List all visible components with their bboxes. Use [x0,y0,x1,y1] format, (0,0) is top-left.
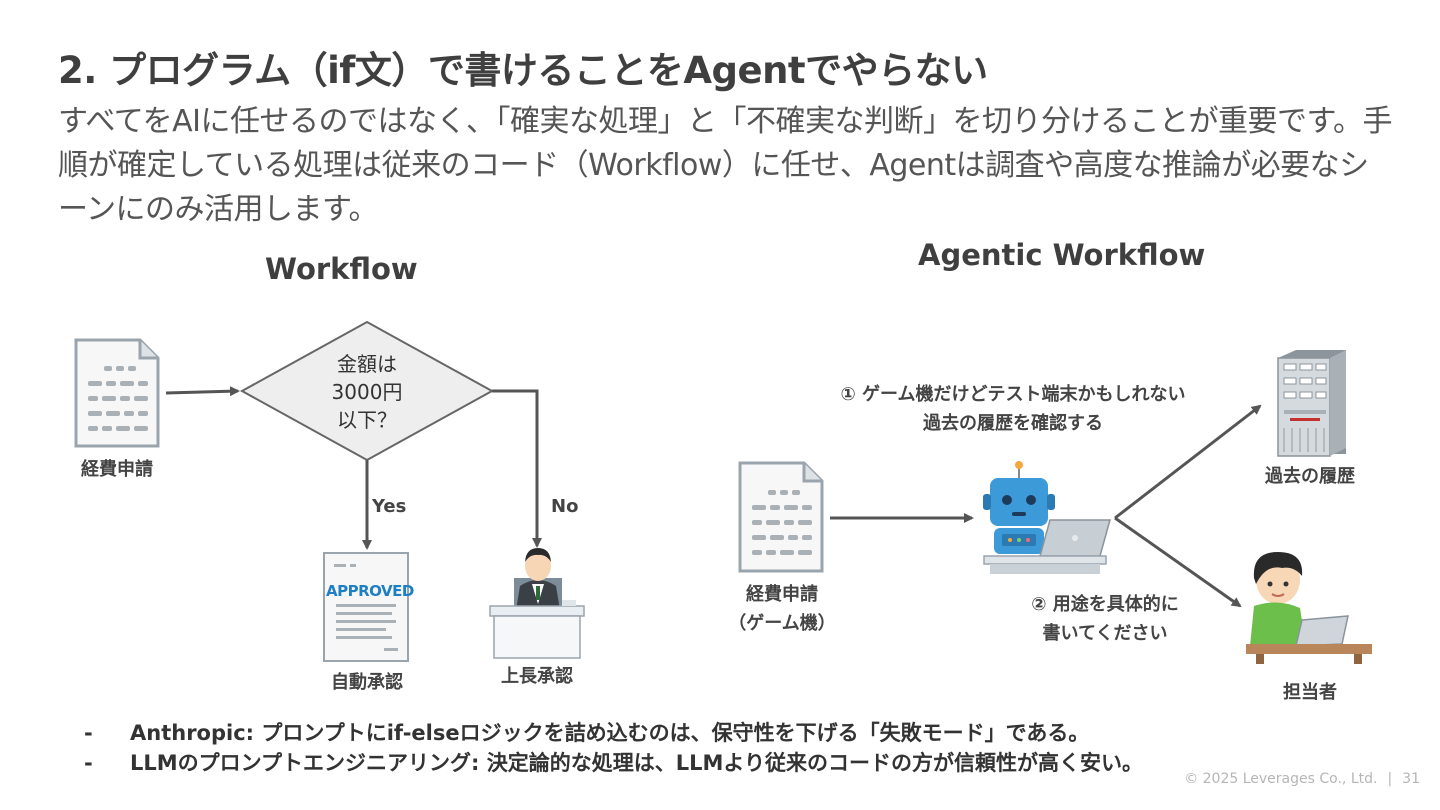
bullet-text: LLMのプロンプトエンジニアリング: 決定論的な処理は、LLMより従来のコードの… [130,751,1143,775]
slide-title: 2. プログラム（if文）で書けることをAgentでやらない [58,49,988,92]
person-icon [1246,552,1372,664]
manager-approve-label: 上長承認 [501,666,573,687]
person-label: 担当者 [1283,682,1337,703]
arrow-to-history [1114,404,1262,520]
approved-stamp: APPROVED [326,582,414,600]
agentic-doc-label: 経費申請 （ゲーム機） [720,580,844,638]
auto-approve-label: 自動承認 [331,672,403,693]
agentic-heading: Agentic Workflow [918,238,1206,272]
note1-line1: ① ゲーム機だけどテスト端末かもしれない [840,384,1186,405]
expense-doc-label: 経費申請 [81,459,153,480]
no-arrow [492,389,542,548]
agentic-document-icon [738,461,824,573]
note-check-history: ① ゲーム機だけどテスト端末かもしれない 過去の履歴を確認する [790,380,1236,438]
decision-text: 金額は 3000円 以下？ [312,350,422,434]
page-number: 31 [1402,771,1420,787]
decision-line-3: 以下？ [337,408,397,432]
note1-line2: 過去の履歴を確認する [923,413,1103,434]
decision-line-2: 3000円 [331,380,403,404]
footer-separator: | [1387,771,1393,787]
manager-icon [489,548,585,659]
arrow-to-person [1114,516,1242,608]
yes-label: Yes [372,496,407,517]
note2-line2: 書いてください [1042,623,1168,644]
lead-paragraph: すべてをAIに任せるのではなく、「確実な処理」と「不確実な判断」を切り分けること… [58,104,1392,227]
arrow-to-decision [165,386,240,397]
note-ask-purpose: ② 用途を具体的に 書いてください [990,590,1220,648]
history-label: 過去の履歴 [1265,466,1355,487]
agentic-doc-line1: 経費申請 [746,584,818,605]
bullet-item: - Anthropic: プロンプトにif-elseロジックを詰め込むのは、保守… [84,718,1143,748]
bullet-dash: - [84,721,93,745]
no-label: No [551,496,579,517]
expense-document-icon [74,338,160,448]
decision-line-1: 金額は [337,352,397,376]
server-icon [1277,350,1346,457]
bullet-text: Anthropic: プロンプトにif-elseロジックを詰め込むのは、保守性を… [130,721,1090,745]
bullet-item: - LLMのプロンプトエンジニアリング: 決定論的な処理は、LLMより従来のコー… [84,748,1143,778]
slide-footer: © 2025 Leverages Co., Ltd. | 31 [1184,771,1420,787]
copyright-text: © 2025 Leverages Co., Ltd. [1184,771,1378,787]
workflow-heading: Workflow [265,252,418,286]
approved-document-icon [323,552,409,662]
robot-agent-icon [983,461,1111,574]
agentic-doc-line2: （ゲーム機） [728,613,836,634]
note2-line1: ② 用途を具体的に [1031,594,1179,615]
bullet-list: - Anthropic: プロンプトにif-elseロジックを詰め込むのは、保守… [84,718,1143,778]
bullet-dash: - [84,751,93,775]
